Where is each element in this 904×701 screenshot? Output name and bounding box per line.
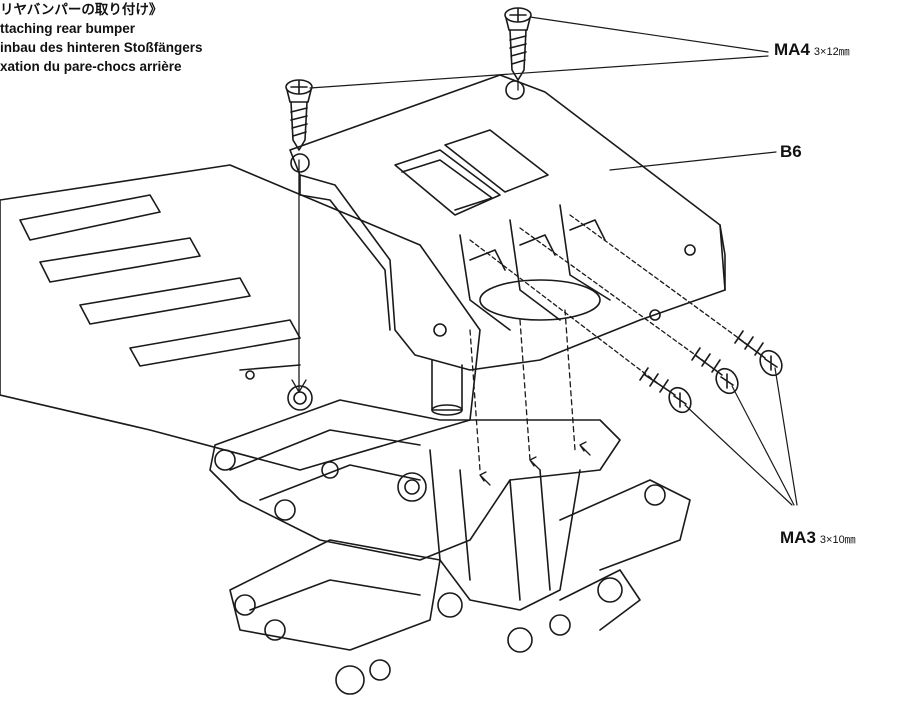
b6-part-label: B6 — [780, 142, 802, 162]
ma3-part-size: 3×10㎜ — [819, 534, 856, 546]
ma4-part-size: 3×12㎜ — [813, 46, 850, 58]
step-title-block: リヤバンパーの取り付け》 ttaching rear bumper inbau … — [0, 0, 203, 76]
ma4-screw-right — [504, 7, 532, 81]
assembly-guides — [291, 79, 749, 486]
rear-bumper — [209, 399, 691, 695]
leader-lines — [309, 16, 798, 506]
step-title-english: ttaching rear bumper — [0, 21, 136, 36]
step-title-german: inbau des hinteren Stoßfängers — [0, 40, 203, 55]
ma3-screw-3 — [734, 330, 783, 377]
ma3-screw-2 — [691, 347, 739, 395]
b6-part-code: B6 — [780, 142, 802, 161]
step-title-japanese: リヤバンパーの取り付け》 — [0, 2, 163, 17]
ma3-part-code: MA3 — [780, 528, 816, 547]
b6-bumper-mount — [289, 74, 726, 416]
ma3-screw-1 — [639, 367, 692, 414]
ma4-screw-left — [285, 79, 313, 151]
ma4-part-code: MA4 — [774, 40, 810, 59]
step-title-french: xation du pare-chocs arrière — [0, 59, 182, 74]
chassis-plate — [0, 164, 481, 471]
